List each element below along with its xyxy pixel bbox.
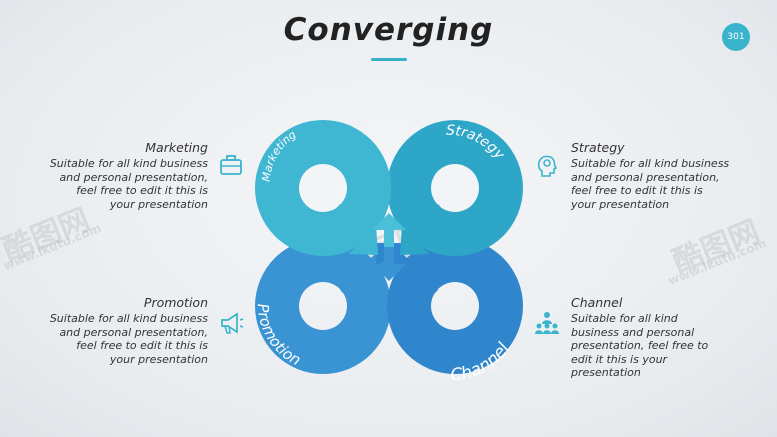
briefcase-icon [220,155,242,175]
segment-marketing [255,120,391,256]
promotion-description: Suitable for all kind business and perso… [49,312,208,366]
head-gear-icon [537,155,558,177]
promotion-block: Promotion Suitable for all kind business… [28,295,208,366]
marketing-heading: Marketing [145,140,208,155]
center-arrow-down [372,247,406,281]
segment-promotion [255,238,391,374]
channel-block: Channel Suitable for all kind business a… [571,295,751,380]
channel-description: Suitable for all kind business and perso… [571,312,709,379]
strategy-block: Strategy Suitable for all kind business … [571,140,751,211]
title-underline [371,58,407,61]
strategy-description: Suitable for all kind business and perso… [571,157,730,211]
megaphone-icon [221,312,244,334]
marketing-block: Marketing Suitable for all kind business… [28,140,208,211]
marketing-description: Suitable for all kind business and perso… [49,157,208,211]
page-title: Converging [283,12,494,48]
page-number-badge: 301 [722,23,750,51]
promotion-heading: Promotion [143,295,208,310]
people-network-icon [535,312,559,334]
segment-strategy [387,120,523,256]
center-arrow-up [372,213,406,247]
strategy-heading: Strategy [571,140,625,155]
channel-heading: Channel [571,295,623,310]
